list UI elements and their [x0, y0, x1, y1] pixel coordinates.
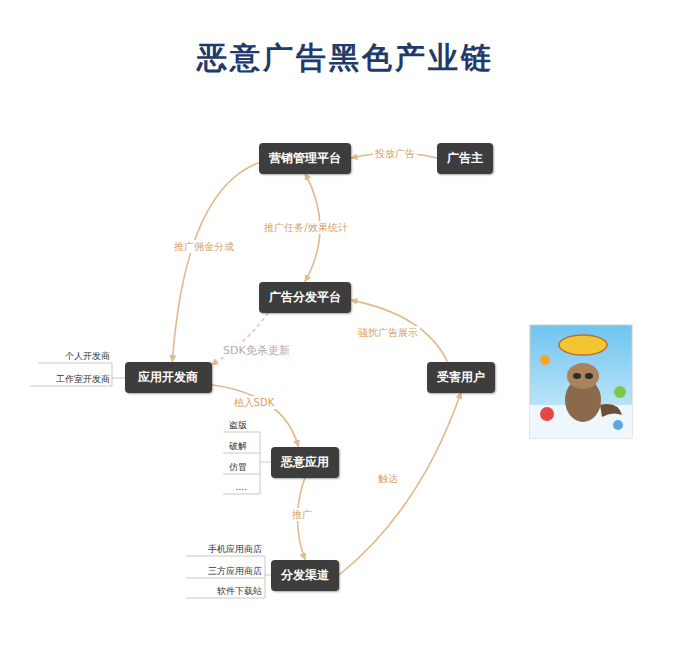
edge-label: 推广佣金分成 — [172, 240, 236, 253]
side-label: 仿冒 — [229, 462, 247, 473]
side-label: 工作室开发商 — [56, 374, 110, 385]
box-label: 分发渠道 — [281, 567, 329, 584]
raccoon-tail — [600, 404, 622, 417]
diagram-title: 恶意广告黑色产业链 — [0, 38, 690, 79]
edge-label: 触达 — [376, 472, 400, 485]
process-box: 广告分发平台 — [259, 282, 351, 313]
box-label: 应用开发商 — [138, 369, 198, 386]
raccoon-eye — [573, 373, 581, 379]
process-box: 分发渠道 — [271, 560, 339, 591]
box-label: 广告分发平台 — [269, 289, 341, 306]
fruit — [613, 420, 623, 430]
edge-label: SDK免杀更新 — [221, 344, 292, 357]
game-logo — [559, 335, 607, 355]
box-label: 恶意应用 — [281, 454, 329, 471]
fruit — [540, 407, 554, 421]
side-label: 盗版 — [229, 420, 247, 431]
process-box: 营销管理平台 — [259, 143, 351, 174]
fruit — [614, 386, 626, 398]
side-label: 个人开发商 — [65, 351, 110, 362]
bracket — [223, 432, 272, 494]
edge-label: 骚扰广告展示 — [356, 326, 420, 339]
connector-arrow — [212, 385, 299, 447]
process-box: 广告主 — [437, 143, 493, 174]
bracket — [30, 363, 125, 386]
process-box: 应用开发商 — [125, 362, 212, 393]
side-label: .... — [236, 482, 247, 493]
game-picture — [530, 325, 632, 438]
box-label: 受害用户 — [437, 369, 485, 386]
picture-frame — [530, 325, 632, 438]
box-label: 营销管理平台 — [269, 150, 341, 167]
side-label: 三方应用商店 — [208, 566, 262, 577]
connector-arrow — [339, 393, 461, 576]
process-box: 恶意应用 — [271, 447, 339, 478]
raccoon-head — [567, 363, 599, 389]
edge-label: 推广 — [290, 508, 314, 521]
side-label: 手机应用商店 — [208, 544, 262, 555]
bracket — [186, 556, 272, 598]
fruit — [540, 355, 550, 365]
connector-arrow — [172, 163, 259, 362]
box-label: 广告主 — [447, 150, 483, 167]
edge-label: 推广任务/效果统计 — [262, 221, 349, 234]
side-label: 软件下载站 — [217, 586, 262, 597]
connector-arrow — [351, 300, 447, 361]
process-box: 受害用户 — [427, 362, 495, 393]
side-label: 破解 — [229, 441, 247, 452]
edge-label: 植入SDK — [232, 396, 277, 409]
edge-label: 投放广告 — [373, 147, 417, 160]
raccoon-eye — [585, 373, 593, 379]
